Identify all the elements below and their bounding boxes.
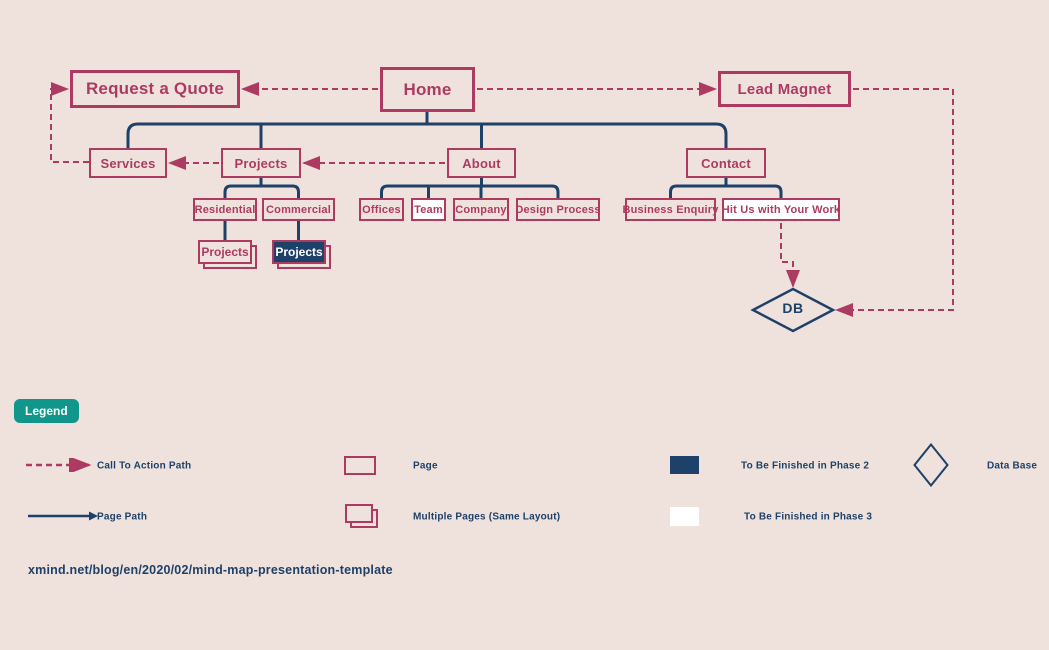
cta-lead-magnet-to-db bbox=[835, 88, 954, 317]
node-lead-magnet[interactable]: Lead Magnet bbox=[718, 71, 851, 107]
node-projects-residential-multipage[interactable]: Projects bbox=[198, 240, 257, 269]
phase3-swatch-icon bbox=[670, 507, 699, 526]
node-services[interactable]: Services bbox=[89, 148, 167, 178]
legend-label-multiple-pages: Multiple Pages (Same Layout) bbox=[413, 511, 561, 523]
projects-children-bar bbox=[223, 184, 300, 198]
legend-label-data-base: Data Base bbox=[987, 460, 1038, 472]
node-commercial[interactable]: Commercial bbox=[262, 198, 335, 221]
node-contact[interactable]: Contact bbox=[686, 148, 766, 178]
node-residential[interactable]: Residential bbox=[193, 198, 257, 221]
node-projects[interactable]: Projects bbox=[221, 148, 301, 178]
stacked-page-front bbox=[345, 504, 373, 523]
node-hit-us-with-your-work[interactable]: Hit Us with Your Work bbox=[722, 198, 840, 221]
stacked-page-front: Projects bbox=[198, 240, 252, 264]
node-home[interactable]: Home bbox=[380, 67, 475, 112]
page-swatch-icon bbox=[344, 456, 376, 475]
source-url-text: xmind.net/blog/en/2020/02/mind-map-prese… bbox=[28, 563, 393, 577]
database-swatch-icon bbox=[913, 443, 949, 487]
legend-label-page-path: Page Path bbox=[97, 511, 148, 523]
node-business-enquiry[interactable]: Business Enquiry bbox=[622, 198, 718, 221]
legend-label-page: Page bbox=[413, 460, 438, 472]
multiple-pages-swatch-icon bbox=[345, 504, 378, 528]
legend-label-phase3: To Be Finished in Phase 3 bbox=[744, 511, 873, 523]
legend-badge: Legend bbox=[14, 399, 79, 423]
node-design-process[interactable]: Design Process bbox=[515, 198, 600, 221]
node-offices[interactable]: Offices bbox=[359, 198, 404, 221]
node-projects-commercial-multipage-phase2[interactable]: Projects bbox=[272, 240, 331, 269]
database-diamond-label: DB bbox=[782, 300, 804, 316]
cta-path-swatch-icon bbox=[26, 458, 92, 472]
home-children-bar bbox=[126, 122, 728, 148]
node-about[interactable]: About bbox=[447, 148, 516, 178]
cta-hit-us-to-db bbox=[780, 223, 800, 288]
page-path-swatch-icon bbox=[28, 511, 98, 521]
legend-label-cta-path: Call To Action Path bbox=[97, 460, 192, 472]
node-team[interactable]: Team bbox=[411, 198, 446, 221]
stacked-page-front-phase2: Projects bbox=[272, 240, 326, 264]
legend-label-phase2: To Be Finished in Phase 2 bbox=[741, 460, 870, 472]
node-request-a-quote[interactable]: Request a Quote bbox=[70, 70, 240, 108]
node-company[interactable]: Company bbox=[453, 198, 509, 221]
contact-children-bar bbox=[669, 184, 783, 198]
phase2-swatch-icon bbox=[670, 456, 699, 474]
about-children-bar bbox=[380, 184, 560, 198]
